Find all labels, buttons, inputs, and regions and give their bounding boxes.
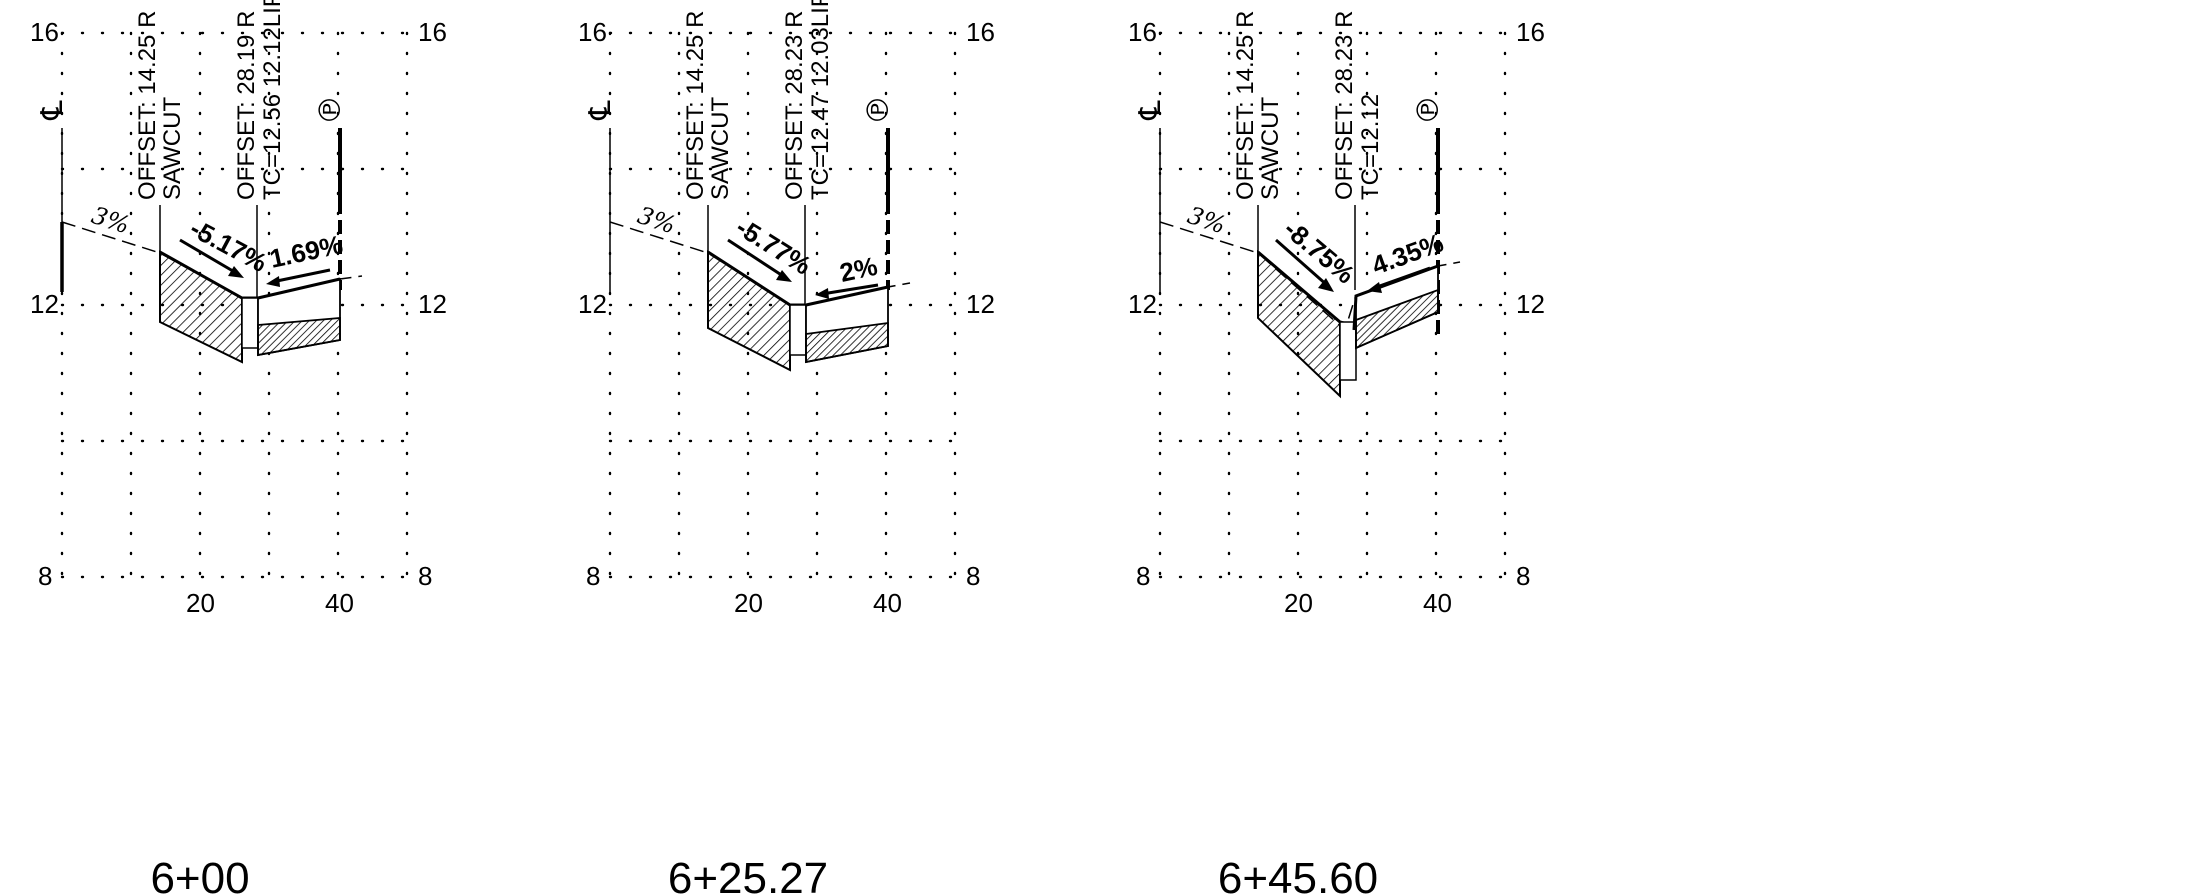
- cross-section-1: 16 12 8 16 12 8 20 40 6+00 ℄ ℗ 3% OFFSET…: [30, 0, 447, 895]
- slope-arrow-left: [1275, 238, 1329, 288]
- sawcut-offset-label: OFFSET: 14.25 R: [1232, 11, 1259, 200]
- slope-arrow-left-head: [228, 266, 244, 278]
- x-tick-40: 40: [1423, 588, 1452, 618]
- pavement-section: [707, 250, 791, 372]
- x-tick-20: 20: [186, 588, 215, 618]
- slope-arrow-left: [179, 238, 239, 276]
- centerline-symbol: ℄: [35, 100, 70, 120]
- slope-arrow-right: [821, 283, 879, 296]
- cross-section-2: 16 12 8 16 12 8 20 40 6+25.27 ℄ ℗ 3% OFF…: [578, 0, 995, 895]
- curb-tc-label: TC=12.47 12.03LIP: [807, 0, 834, 200]
- curb-offset-label: OFFSET: 28.19 R: [233, 11, 260, 200]
- existing-ground: [609, 221, 911, 308]
- sawcut-offset-label: OFFSET: 14.25 R: [134, 11, 161, 200]
- sawcut-label: SAWCUT: [1257, 97, 1284, 200]
- sidewalk-base: [1355, 288, 1439, 350]
- property-line-symbol: ℗: [1411, 95, 1446, 125]
- slope-arrow-right: [1373, 266, 1431, 290]
- finished-grade-right: [257, 277, 341, 300]
- y-tick-16-right: 16: [1516, 17, 1545, 47]
- curb-tc-label: TC=12.56 12.12LIP: [259, 0, 286, 200]
- curb-offset-label: OFFSET: 28.23 R: [1331, 11, 1358, 200]
- slope-arrow-left: [727, 238, 787, 280]
- slope-right-label: 2%: [837, 251, 880, 288]
- y-tick-16-left: 16: [578, 17, 607, 47]
- x-tick-40: 40: [873, 588, 902, 618]
- sawcut-label: SAWCUT: [707, 97, 734, 200]
- y-tick-12-left: 12: [578, 289, 607, 319]
- slope-arrow-right-head: [266, 276, 280, 287]
- y-tick-8-right: 8: [418, 561, 432, 591]
- slope-right-label: 1.69%: [267, 229, 345, 274]
- y-tick-8-right: 8: [966, 561, 980, 591]
- y-tick-12-left: 12: [30, 289, 59, 319]
- slope-arrow-right-head: [1367, 282, 1382, 293]
- y-tick-12-left: 12: [1128, 289, 1157, 319]
- existing-slope-label: 3%: [1184, 201, 1229, 239]
- x-tick-40: 40: [325, 588, 354, 618]
- slope-arrow-right: [271, 268, 331, 284]
- slope-arrow-left-head: [776, 270, 792, 282]
- gutter: [789, 304, 807, 356]
- y-tick-16-left: 16: [30, 17, 59, 47]
- property-line-symbol: ℗: [313, 95, 348, 125]
- sidewalk-base: [805, 321, 889, 364]
- sidewalk-base: [257, 317, 341, 357]
- y-tick-8-left: 8: [1136, 561, 1150, 591]
- y-tick-12-right: 12: [966, 289, 995, 319]
- centerline-symbol: ℄: [1133, 100, 1168, 120]
- gutter: [241, 297, 259, 349]
- curb-tc-label: TC=12.12: [1357, 94, 1384, 200]
- y-tick-8-right: 8: [1516, 561, 1530, 591]
- station-label: 6+00: [150, 854, 249, 895]
- y-tick-12-right: 12: [418, 289, 447, 319]
- y-tick-12-right: 12: [1516, 289, 1545, 319]
- y-tick-16-right: 16: [966, 17, 995, 47]
- finished-grade-right: [805, 285, 889, 307]
- existing-slope-label: 3%: [634, 201, 679, 239]
- sawcut-offset-label: OFFSET: 14.25 R: [682, 11, 709, 200]
- station-label: 6+25.27: [668, 854, 828, 895]
- y-tick-16-right: 16: [418, 17, 447, 47]
- x-tick-20: 20: [1284, 588, 1313, 618]
- x-tick-20: 20: [734, 588, 763, 618]
- existing-ground: [1159, 221, 1461, 332]
- station-label: 6+45.60: [1218, 854, 1378, 895]
- existing-ground: [61, 221, 363, 299]
- existing-slope-label: 3%: [88, 201, 133, 239]
- slope-arrow-left-head: [1318, 278, 1334, 292]
- sawcut-label: SAWCUT: [159, 97, 186, 200]
- property-line-symbol: ℗: [861, 95, 896, 125]
- y-tick-16-left: 16: [1128, 17, 1157, 47]
- curb-offset-label: OFFSET: 28.23 R: [781, 11, 808, 200]
- slope-arrow-right-head: [815, 288, 829, 299]
- gutter: [1339, 321, 1357, 381]
- y-tick-8-left: 8: [586, 561, 600, 591]
- cross-section-3: 16 12 8 16 12 8 20 40 6+45.60 ℄ ℗ 3% OFF…: [1128, 11, 1545, 895]
- centerline-symbol: ℄: [583, 100, 618, 120]
- y-tick-8-left: 8: [38, 561, 52, 591]
